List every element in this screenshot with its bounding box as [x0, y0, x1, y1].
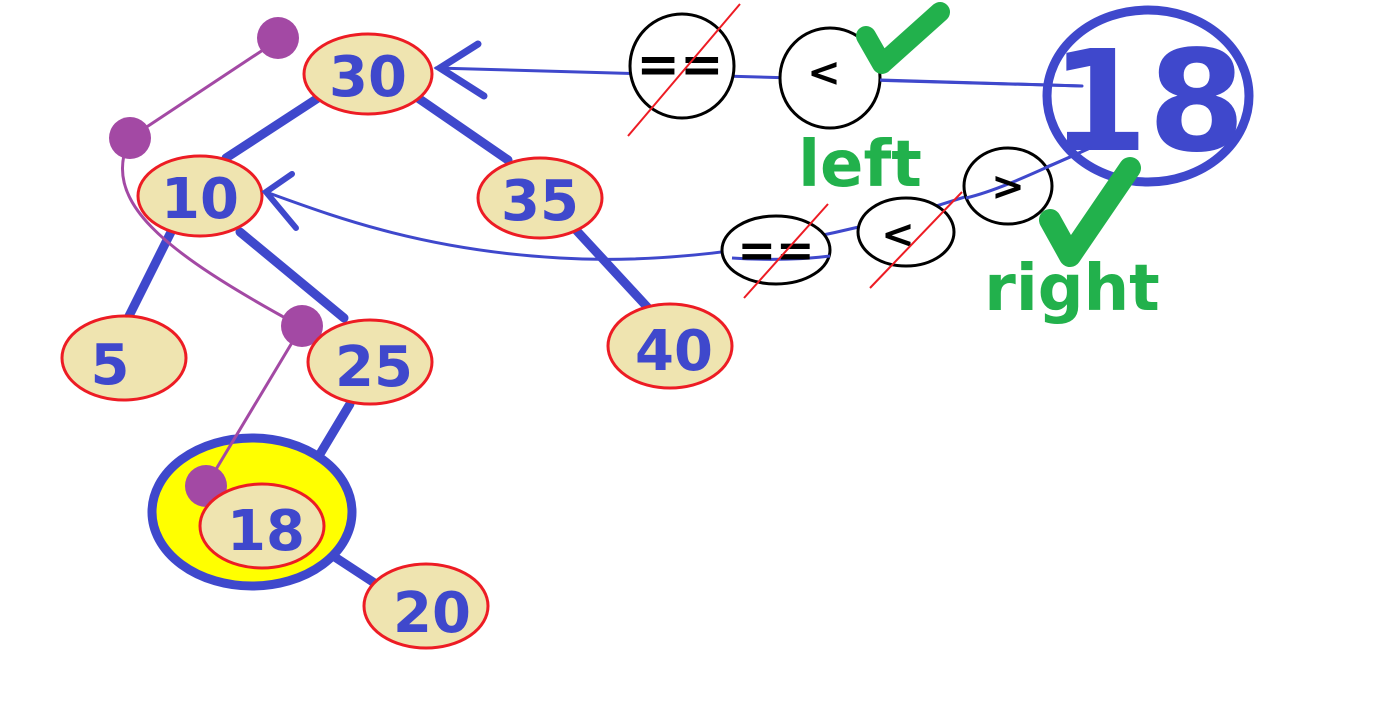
path-dot-at-10 — [281, 305, 323, 347]
node-value: 10 — [161, 167, 239, 232]
second-less-strike — [869, 191, 963, 289]
node-value: 20 — [393, 581, 471, 646]
edge-10-5 — [123, 225, 177, 323]
tree-node-18: 18 — [198, 482, 326, 570]
search-key-value: 18 — [1051, 21, 1246, 184]
second-result-label: right — [984, 252, 1159, 326]
node-value: 30 — [329, 45, 407, 110]
tree-nodes: 30 10 35 5 25 40 18 20 — [60, 32, 734, 650]
edge-10-25 — [235, 227, 349, 323]
first-equal-op: == — [636, 35, 723, 95]
path-dot-start — [257, 17, 299, 59]
arrow-to-10 — [261, 146, 1092, 261]
path-segment-1 — [129, 38, 279, 140]
second-compare-greater: > — [962, 146, 1091, 226]
first-compare-less: < — [778, 2, 1083, 130]
arrow-to-30 — [433, 40, 1084, 100]
node-value: 25 — [335, 335, 413, 400]
path-dot-at-30 — [109, 117, 151, 159]
node-value: 40 — [635, 319, 713, 384]
second-less-op: < — [881, 212, 915, 258]
second-check-icon — [1039, 157, 1141, 267]
second-greater-op: > — [991, 164, 1025, 210]
first-compare-equal: == — [627, 3, 741, 137]
tree-node-40: 40 — [606, 302, 734, 390]
first-result-label: left — [798, 128, 922, 202]
first-less-op: < — [807, 50, 841, 96]
tree-node-10: 10 — [136, 154, 264, 238]
tree-node-35: 35 — [476, 156, 604, 240]
search-path — [120, 38, 304, 487]
second-equal-strike — [743, 203, 829, 299]
path-segment-3 — [204, 325, 304, 487]
search-path-dots — [109, 17, 323, 507]
first-check-icon — [856, 2, 950, 74]
first-equal-strike — [627, 3, 741, 137]
tree-node-5: 5 — [60, 314, 188, 402]
tree-node-25: 25 — [306, 318, 434, 406]
node-value: 5 — [91, 333, 130, 398]
edge-35-40 — [571, 225, 655, 315]
edge-30-35 — [413, 93, 513, 165]
path-segment-2 — [120, 137, 301, 328]
second-compare-equal: == — [720, 203, 832, 299]
search-key: 18 — [1042, 5, 1254, 187]
second-compare-less: < — [856, 191, 963, 289]
tree-node-20: 20 — [362, 562, 490, 650]
tree-node-30: 30 — [302, 32, 434, 116]
edge-30-10 — [221, 93, 323, 163]
node-value: 18 — [227, 499, 305, 564]
node-value: 35 — [501, 169, 579, 234]
